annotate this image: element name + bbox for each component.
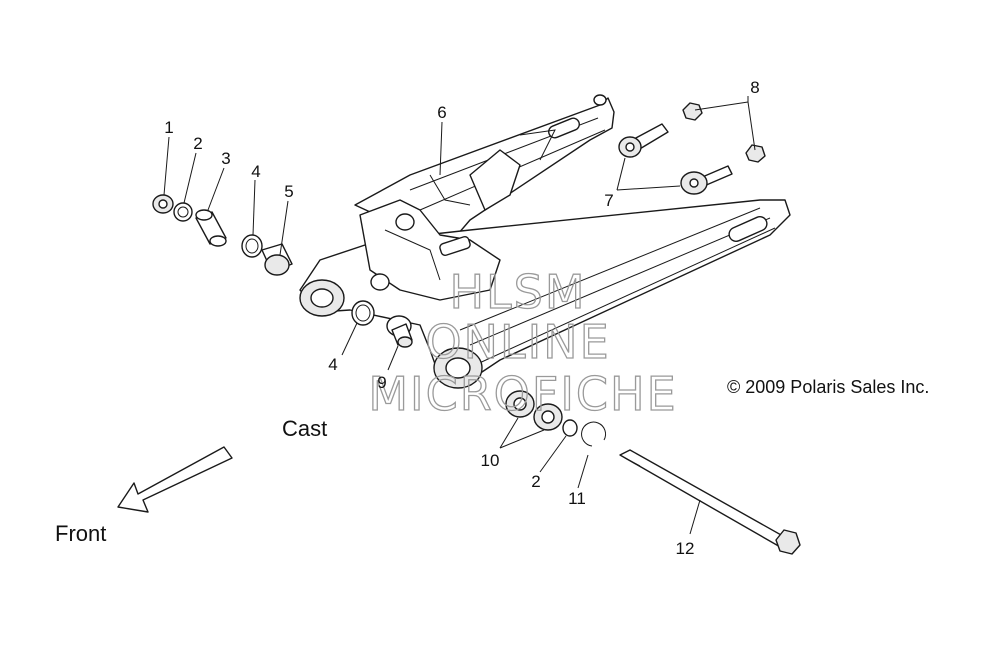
callout-11: 11 — [568, 489, 586, 508]
watermark-line-2: ONLINE — [425, 315, 610, 369]
part-5-sleeve — [261, 243, 293, 276]
part-4-ring-upper — [241, 234, 263, 258]
callout-5: 5 — [284, 182, 293, 201]
callout-9: 9 — [377, 373, 386, 392]
callout-3: 3 — [221, 149, 230, 168]
part-4-ring-lower — [351, 300, 375, 326]
watermark: HLSM ONLINE MICROFICHE — [368, 264, 677, 421]
callout-12: 12 — [676, 539, 695, 558]
part-12-pivot-bolt — [619, 449, 801, 555]
front-arrow — [117, 446, 233, 513]
callout-10: 10 — [481, 451, 500, 470]
callout-6: 6 — [437, 103, 446, 122]
callout-2: 2 — [193, 134, 202, 153]
part-1-nut — [152, 194, 174, 214]
callout-labels: 1 2 3 4 5 6 7 8 4 9 10 2 11 12 — [164, 78, 759, 558]
part-2-washer-right — [562, 419, 578, 437]
callout-7: 7 — [604, 191, 613, 210]
watermark-line-3: MICROFICHE — [368, 367, 677, 421]
part-7-bolts — [618, 123, 733, 195]
swing-arm — [299, 94, 791, 389]
part-3-bushing — [195, 209, 227, 247]
cast-label: Cast — [282, 416, 327, 441]
part-11-snap-ring — [581, 421, 607, 447]
callout-2-right: 2 — [531, 472, 540, 491]
callout-4-lower: 4 — [328, 355, 337, 374]
callout-1: 1 — [164, 118, 173, 137]
front-label: Front — [55, 521, 106, 546]
part-10-bearings — [505, 390, 563, 431]
callout-4: 4 — [251, 162, 260, 181]
callout-8: 8 — [750, 78, 759, 97]
part-8-nuts — [682, 102, 766, 163]
leader-lines — [163, 96, 756, 535]
part-2-washer — [173, 202, 193, 222]
part-9-bushing — [386, 315, 413, 348]
copyright-notice: © 2009 Polaris Sales Inc. — [727, 377, 929, 397]
watermark-line-1: HLSM — [449, 265, 586, 319]
